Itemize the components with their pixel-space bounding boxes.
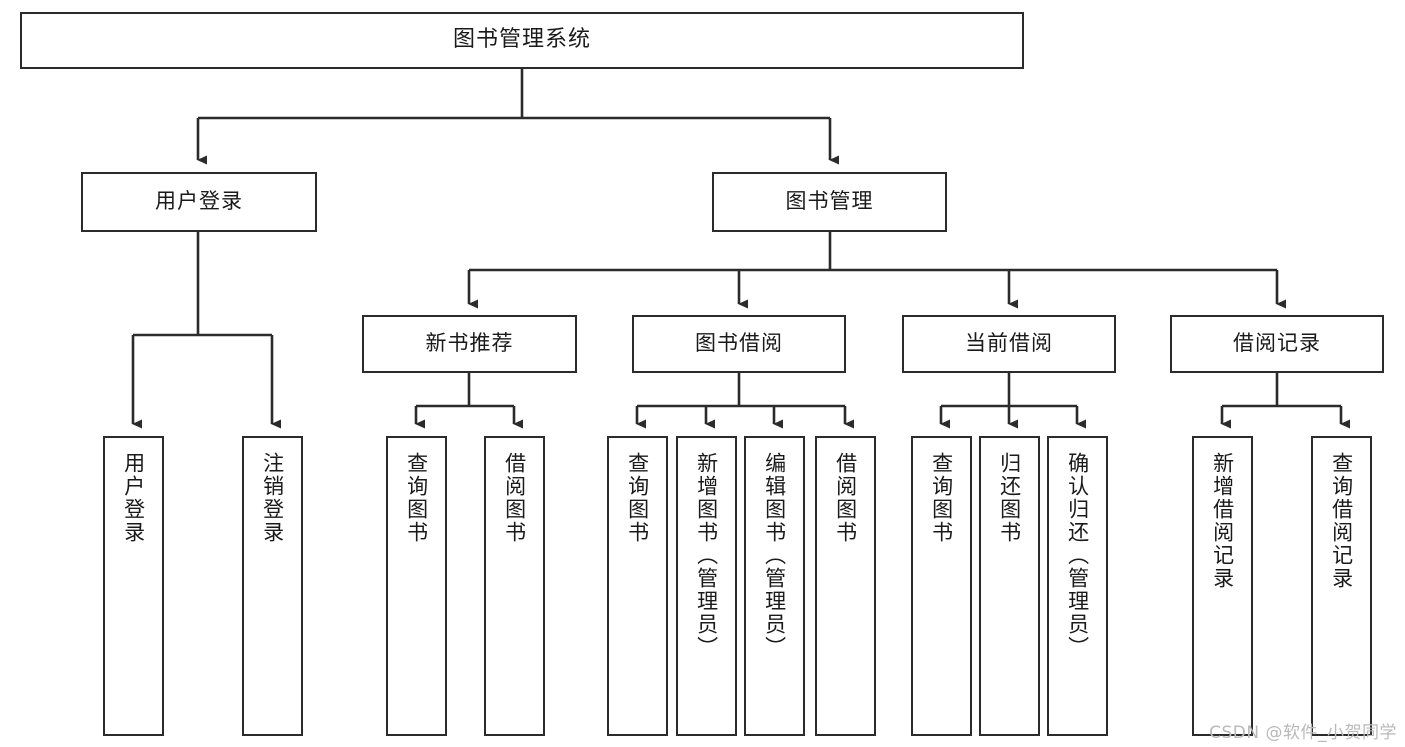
node-label: 新增图书（管理员） (694, 452, 719, 659)
leaf-recommend-borrow-book[interactable]: 借阅图书 (484, 436, 545, 736)
node-label: 借阅图书 (833, 452, 858, 544)
node-book-management[interactable]: 图书管理 (712, 172, 947, 232)
node-label: 用户登录 (121, 452, 146, 544)
node-label: 查询图书 (929, 452, 954, 544)
node-label: 查询借阅记录 (1329, 452, 1354, 590)
leaf-user-logout[interactable]: 注销登录 (242, 436, 303, 736)
node-label: 用户登录 (155, 189, 243, 214)
leaf-record-query-record[interactable]: 查询借阅记录 (1311, 436, 1372, 736)
node-label: 借阅图书 (502, 452, 527, 544)
node-current-borrow[interactable]: 当前借阅 (902, 315, 1116, 373)
leaf-current-confirm-return[interactable]: 确认归还（管理员） (1047, 436, 1108, 736)
node-label: 借阅记录 (1233, 331, 1321, 356)
node-label: 新书推荐 (425, 331, 514, 356)
leaf-user-login[interactable]: 用户登录 (103, 436, 164, 736)
node-user-login[interactable]: 用户登录 (81, 172, 317, 232)
leaf-recommend-query-book[interactable]: 查询图书 (386, 436, 447, 736)
node-label: 新增借阅记录 (1210, 452, 1235, 590)
node-label: 当前借阅 (965, 331, 1053, 356)
node-label: 查询图书 (625, 452, 650, 544)
node-label: 图书管理 (785, 189, 874, 214)
leaf-current-return-book[interactable]: 归还图书 (979, 436, 1040, 736)
node-borrow-record[interactable]: 借阅记录 (1170, 315, 1384, 373)
leaf-current-query-book[interactable]: 查询图书 (911, 436, 972, 736)
watermark-text: CSDN @软件_小贺同学 (1209, 723, 1397, 743)
node-new-book-recommend[interactable]: 新书推荐 (362, 315, 577, 373)
node-label: 归还图书 (997, 452, 1022, 544)
leaf-record-add-record[interactable]: 新增借阅记录 (1192, 436, 1253, 736)
node-label: 图书管理系统 (452, 27, 591, 53)
leaf-borrow-query-book[interactable]: 查询图书 (607, 436, 668, 736)
leaf-borrow-borrow-book[interactable]: 借阅图书 (815, 436, 876, 736)
node-root-system[interactable]: 图书管理系统 (20, 12, 1024, 69)
node-label: 图书借阅 (695, 331, 783, 356)
node-label: 编辑图书（管理员） (762, 452, 787, 659)
node-label: 注销登录 (260, 452, 285, 544)
leaf-borrow-add-book[interactable]: 新增图书（管理员） (676, 436, 737, 736)
node-label: 确认归还（管理员） (1065, 452, 1090, 659)
node-label: 查询图书 (404, 452, 429, 544)
node-book-borrow[interactable]: 图书借阅 (632, 315, 846, 373)
leaf-borrow-edit-book[interactable]: 编辑图书（管理员） (744, 436, 805, 736)
